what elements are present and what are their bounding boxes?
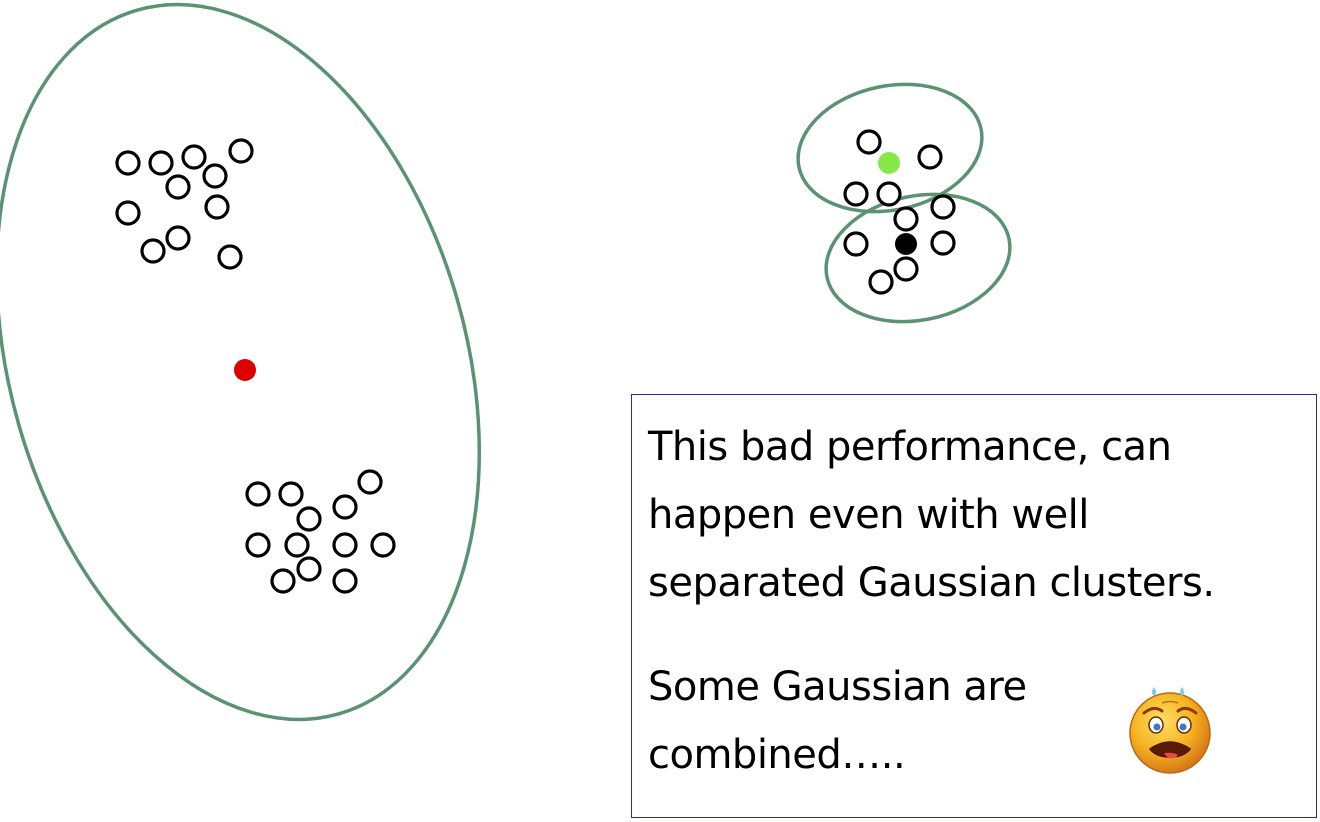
data-point — [148, 150, 174, 176]
data-point — [370, 532, 396, 558]
data-point — [115, 150, 141, 176]
data-point — [930, 194, 956, 220]
data-point — [278, 481, 304, 507]
data-point — [357, 469, 383, 495]
data-point — [245, 532, 271, 558]
data-point — [228, 138, 254, 164]
worried-face-icon — [1129, 687, 1211, 774]
data-point — [876, 181, 902, 207]
cluster-right — [843, 129, 956, 295]
combined-cluster-ellipse — [0, 2, 482, 722]
data-point — [140, 238, 166, 264]
cluster-upper-left — [115, 138, 254, 270]
data-point — [930, 230, 956, 256]
data-point — [856, 129, 882, 155]
data-point — [115, 200, 141, 226]
data-point — [843, 181, 869, 207]
data-point — [332, 532, 358, 558]
data-point — [332, 568, 358, 594]
data-point — [893, 206, 919, 232]
data-point — [296, 556, 322, 582]
data-point — [181, 144, 207, 170]
black-mean-point — [895, 233, 917, 255]
data-point — [843, 231, 869, 257]
explanation-box: This bad performance, can happen even wi… — [631, 394, 1317, 818]
data-point — [917, 144, 943, 170]
data-point — [204, 194, 230, 220]
data-point — [284, 532, 310, 558]
data-point — [245, 481, 271, 507]
explanation-text: This bad performance, can happen even wi… — [648, 424, 1215, 606]
data-point — [217, 244, 243, 270]
data-point — [270, 568, 296, 594]
data-point — [332, 494, 358, 520]
cluster-lower-left — [245, 469, 396, 594]
data-point — [296, 506, 322, 532]
lower-right-ellipse — [824, 192, 1012, 324]
data-point — [165, 174, 191, 200]
explanation-text-combined: Some Gaussian are combined….. — [648, 664, 1027, 778]
data-point — [165, 225, 191, 251]
red-mean-point — [234, 359, 256, 381]
data-point — [893, 256, 919, 282]
green-mean-point — [878, 152, 900, 174]
data-point — [202, 163, 228, 189]
data-point — [868, 269, 894, 295]
